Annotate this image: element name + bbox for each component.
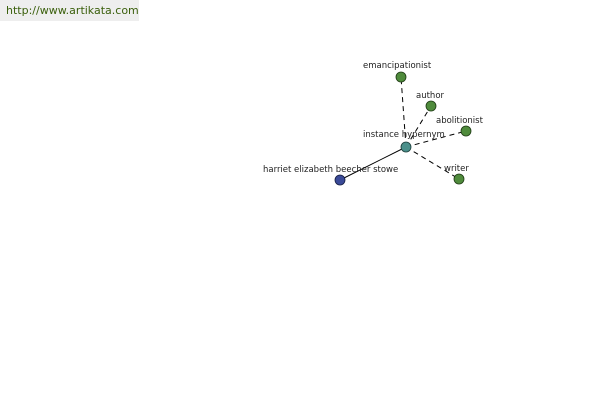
- label-abolitionist: abolitionist: [436, 116, 484, 126]
- edge-writer: [405, 146, 460, 180]
- label-edge-type: instance hypernym: [363, 130, 445, 140]
- node-hub[interactable]: [400, 141, 412, 153]
- label-writer: writer: [444, 164, 469, 174]
- node-harriet-elizabeth-beecher-stowe[interactable]: [334, 174, 346, 186]
- node-writer[interactable]: [453, 173, 465, 185]
- label-emancipationist: emancipationist: [363, 61, 432, 71]
- edge-author: [405, 105, 432, 148]
- edge-emancipationist: [400, 76, 407, 148]
- node-emancipationist[interactable]: [395, 71, 407, 83]
- edge-instance: [339, 146, 407, 181]
- label-author: author: [416, 91, 445, 101]
- node-abolitionist[interactable]: [460, 125, 472, 137]
- watermark-link[interactable]: http://www.artikata.com: [0, 0, 139, 21]
- node-author[interactable]: [425, 100, 437, 112]
- edge-abolitionist: [405, 130, 467, 148]
- label-harriet-elizabeth-beecher-stowe: harriet elizabeth beecher stowe: [263, 165, 398, 175]
